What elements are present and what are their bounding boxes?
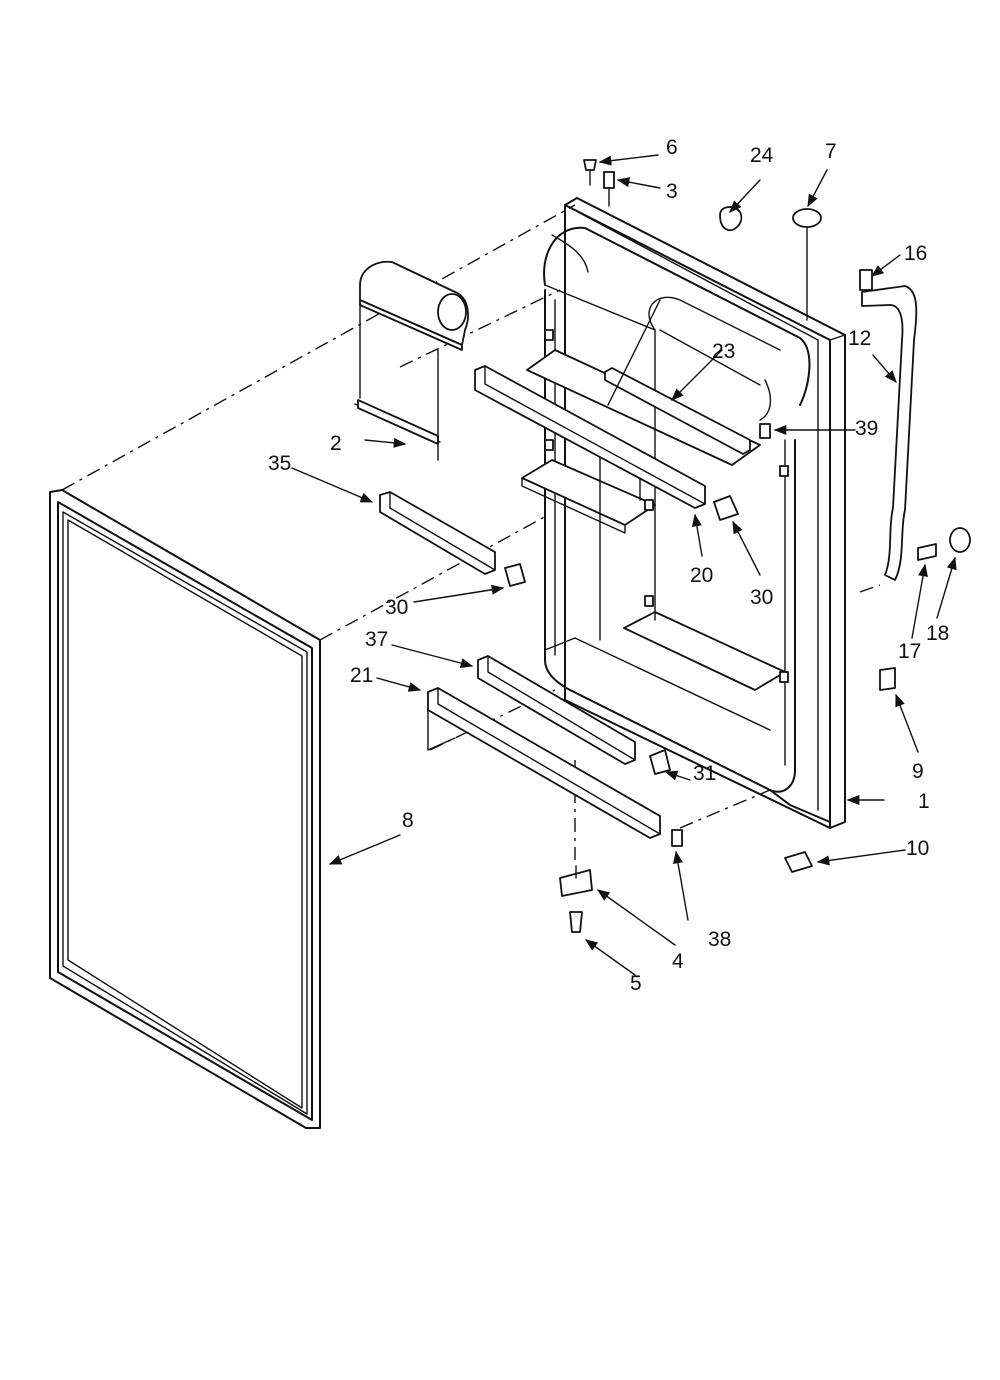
- callout-18: 18: [926, 622, 949, 645]
- callout-38: 38: [708, 928, 731, 951]
- callout-35: 35: [268, 452, 291, 475]
- leader-lines: [291, 154, 957, 976]
- callout-16: 16: [904, 242, 927, 265]
- callout-3: 3: [666, 180, 678, 203]
- callout-2: 2: [330, 432, 342, 455]
- callout-10: 10: [906, 837, 929, 860]
- callout-21: 21: [350, 664, 373, 687]
- callout-7: 7: [825, 140, 837, 163]
- callout-39: 39: [855, 417, 878, 440]
- door-hardware: [559, 159, 822, 933]
- callout-8: 8: [402, 809, 414, 832]
- callout-37: 37: [365, 628, 388, 651]
- shelf-end-caps: [504, 423, 771, 847]
- callout-30-left: 30: [385, 596, 408, 619]
- callout-23: 23: [712, 340, 735, 363]
- callout-17: 17: [898, 640, 921, 663]
- door-gasket: [49, 489, 321, 1129]
- callout-12: 12: [848, 327, 871, 350]
- callout-30-right: 30: [750, 586, 773, 609]
- callout-5: 5: [630, 972, 642, 995]
- callout-labels: 6 3 24 7 16 12 23 39 2 35 30 20 30 17 18…: [268, 136, 949, 995]
- callout-31: 31: [693, 762, 716, 785]
- dairy-door: [354, 260, 469, 461]
- callout-20: 20: [690, 564, 713, 587]
- handle-assembly: [784, 269, 971, 873]
- callout-4: 4: [672, 950, 684, 973]
- callout-6: 6: [666, 136, 678, 159]
- callout-24: 24: [750, 144, 774, 167]
- door-shelf-rails: [379, 365, 751, 839]
- callout-9: 9: [912, 760, 924, 783]
- callout-1: 1: [918, 790, 930, 813]
- door-assembly: [521, 197, 846, 829]
